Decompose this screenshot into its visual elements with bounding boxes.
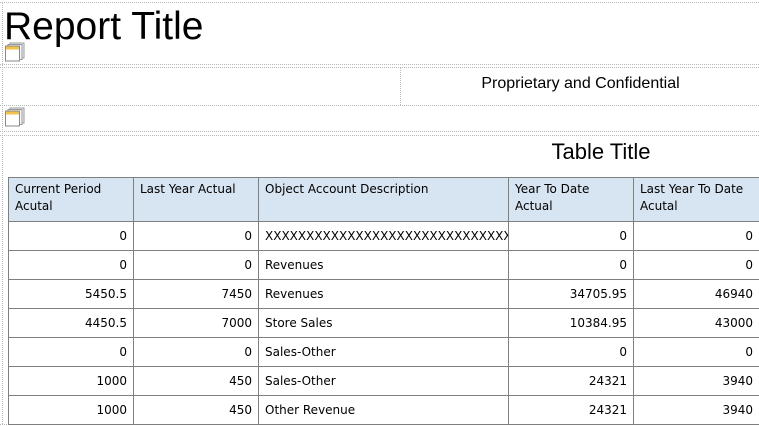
cell-current-period: 0 [8, 250, 134, 280]
table-title: Table Title [551, 139, 651, 164]
table-row: 0 0 Revenues 0 0 [8, 250, 759, 280]
report-title: Report Title [4, 5, 204, 48]
section-border [0, 105, 759, 106]
cell-description: XXXXXXXXXXXXXXXXXXXXXXXXXXXXXXXXXXXXXXXX [258, 221, 509, 251]
cell-last-year: 450 [133, 366, 259, 396]
cell-last-year: 450 [133, 395, 259, 425]
cell-last-year: 0 [133, 250, 259, 280]
cell-last-year: 7000 [133, 308, 259, 338]
cell-current-period: 1000 [8, 366, 134, 396]
table-row: 1000 450 Other Revenue 24321 3940 [8, 395, 759, 425]
section-border [0, 135, 759, 136]
cell-current-period: 4450.5 [8, 308, 134, 338]
cell-ytd: 10384.95 [508, 308, 634, 338]
cell-last-year: 0 [133, 337, 259, 367]
table-row: 5450.5 7450 Revenues 34705.95 46940 [8, 279, 759, 309]
cell-last-ytd: 43000 [633, 308, 759, 338]
confidential-notice: Proprietary and Confidential [481, 75, 680, 92]
cell-ytd: 0 [508, 250, 634, 280]
cell-last-ytd: 0 [633, 221, 759, 251]
table-header-row: Current Period Acutal Last Year Actual O… [8, 177, 759, 222]
cell-ytd: 0 [508, 221, 634, 251]
cell-description: Sales-Other [258, 366, 509, 396]
cell-last-ytd: 0 [633, 337, 759, 367]
cell-description: Revenues [258, 279, 509, 309]
cell-last-ytd: 3940 [633, 395, 759, 425]
cell-ytd: 24321 [508, 395, 634, 425]
cell-last-year: 0 [133, 221, 259, 251]
report-table: Current Period Acutal Last Year Actual O… [8, 177, 759, 425]
cell-description: Sales-Other [258, 337, 509, 367]
section-border [0, 67, 759, 68]
cell-last-ytd: 46940 [633, 279, 759, 309]
cell-last-ytd: 0 [633, 250, 759, 280]
column-header-current-period[interactable]: Current Period Acutal [8, 177, 134, 222]
cell-current-period: 1000 [8, 395, 134, 425]
section-border [0, 2, 759, 3]
table-row: 0 0 XXXXXXXXXXXXXXXXXXXXXXXXXXXXXXXXXXXX… [8, 221, 759, 251]
cell-last-ytd: 3940 [633, 366, 759, 396]
table-row: 0 0 Sales-Other 0 0 [8, 337, 759, 367]
column-header-last-year[interactable]: Last Year Actual [133, 177, 259, 222]
cell-last-year: 7450 [133, 279, 259, 309]
cell-current-period: 0 [8, 221, 134, 251]
section-border [0, 64, 759, 65]
column-header-description[interactable]: Object Account Description [258, 177, 509, 222]
section-icon[interactable] [4, 107, 26, 127]
section-border [2, 2, 3, 424]
section-border [0, 131, 759, 132]
cell-current-period: 5450.5 [8, 279, 134, 309]
section-icon[interactable] [4, 42, 26, 62]
section-border [400, 67, 401, 105]
cell-ytd: 24321 [508, 366, 634, 396]
column-header-last-ytd[interactable]: Last Year To Date Acutal [633, 177, 759, 222]
section-border [0, 424, 759, 425]
cell-current-period: 0 [8, 337, 134, 367]
table-row: 4450.5 7000 Store Sales 10384.95 43000 [8, 308, 759, 338]
cell-description: Other Revenue [258, 395, 509, 425]
column-header-ytd[interactable]: Year To Date Actual [508, 177, 634, 222]
cell-description: Revenues [258, 250, 509, 280]
cell-description: Store Sales [258, 308, 509, 338]
cell-ytd: 0 [508, 337, 634, 367]
cell-ytd: 34705.95 [508, 279, 634, 309]
table-row: 1000 450 Sales-Other 24321 3940 [8, 366, 759, 396]
